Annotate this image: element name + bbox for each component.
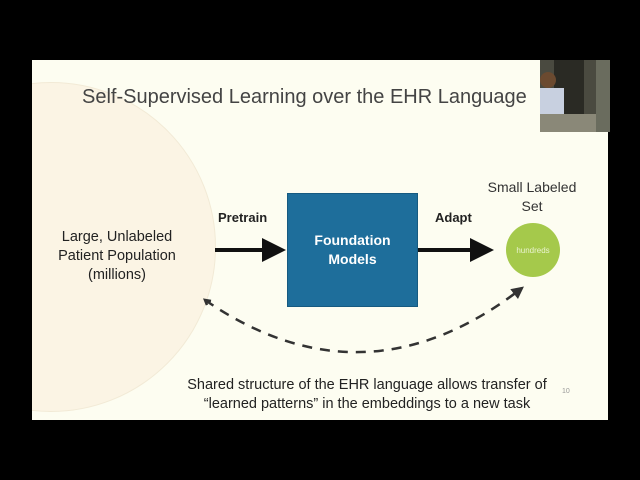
labeled-set-circle: hundreds xyxy=(506,223,560,277)
transfer-dashed-arrow xyxy=(204,286,524,354)
foundation-models-box: Foundation Models xyxy=(287,193,418,307)
labeled-count: hundreds xyxy=(516,245,550,255)
model-label: Foundation Models xyxy=(314,232,391,267)
transfer-arrow-tail xyxy=(203,298,212,306)
slide-title: Self-Supervised Learning over the EHR La… xyxy=(82,86,527,108)
presentation-slide: Self-Supervised Learning over the EHR La… xyxy=(32,60,608,420)
speaker-video-inset xyxy=(540,60,610,132)
slide-caption: Shared structure of the EHR language all… xyxy=(187,377,547,412)
small-set-label: Small Labeled Set xyxy=(487,179,577,214)
arrows xyxy=(203,238,524,354)
page-number: 10 xyxy=(562,388,570,395)
population-label: Large, Unlabeled Patient Population (mil… xyxy=(58,229,176,283)
adapt-label: Adapt xyxy=(435,210,472,225)
pretrain-label: Pretrain xyxy=(218,210,268,225)
